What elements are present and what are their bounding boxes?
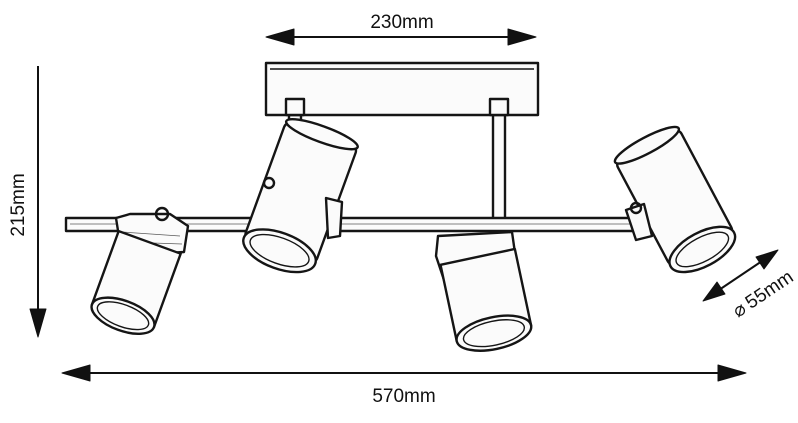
spotlight-3-lens [455,314,533,352]
spotlight-2-bracket [324,196,344,240]
plate-width-label: 230mm [370,12,433,33]
plate-width-arrow-right [507,28,537,46]
spotlight-2-knob [262,176,276,190]
spotlight-2-lens [242,228,317,274]
height-label: 215mm [8,173,29,236]
spotlight-4-lens-ring [675,231,730,268]
support-rod-right-collar [488,97,510,117]
diameter-value: 55mm [742,267,798,314]
spot-diameter-arrow-low [702,281,726,302]
spotlight-3-lens-ring [462,319,526,348]
spot-diameter-arrow-high [755,249,779,270]
height-arrow-bottom [29,308,47,338]
spotlight-1-lens [90,296,156,335]
plate-width-arrow-left [265,28,295,46]
total-width-arrow-right [717,364,747,382]
spotlight-3 [434,230,533,352]
spotlight-1 [90,206,190,335]
spotlight-2 [242,118,359,274]
spotlight-4-cap [613,125,681,165]
spotlight-1-knob [154,206,170,222]
spotlight-4-lens [668,225,737,274]
spot-diameter-line [712,256,769,295]
total-width-label: 570mm [372,386,435,407]
spot-diameter-label: ⌀55mm [729,267,797,323]
spotlight-4 [613,125,737,274]
total-width-arrow-left [61,364,91,382]
spotlight-2-cap [284,118,359,151]
spotlight-2-lens-ring [249,233,310,268]
support-rod-left-collar [284,97,306,117]
support-rod-right [491,113,507,225]
spotlight-1-lens-ring [96,301,150,331]
height-dimension: 215mm [8,66,47,338]
plate-width-dimension: 230mm [265,12,537,46]
total-width-dimension: 570mm [61,364,747,407]
spotlight-4-knob [629,201,643,215]
